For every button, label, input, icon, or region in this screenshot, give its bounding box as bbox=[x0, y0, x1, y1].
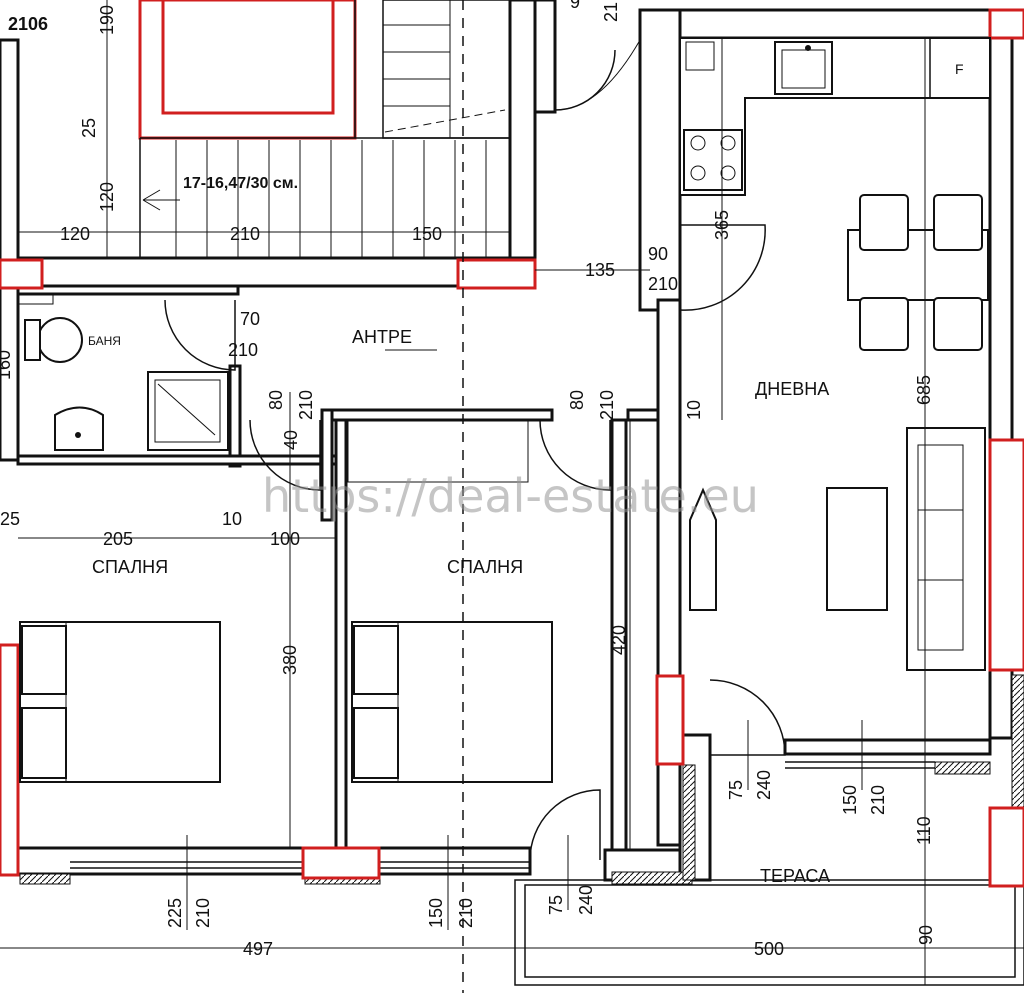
dim-210-b2: 210 bbox=[456, 898, 476, 928]
fridge-label: F bbox=[955, 61, 964, 77]
dimension-labels: 2106 190 25 120 9 21 120 210 150 135 90 … bbox=[0, 0, 936, 959]
dim-90-ter: 90 bbox=[916, 925, 936, 945]
doors bbox=[164, 10, 786, 861]
dim-70: 70 bbox=[240, 309, 260, 329]
dim-160: 160 bbox=[0, 350, 14, 380]
bed-left bbox=[19, 621, 221, 783]
bathroom-fixtures bbox=[17, 293, 229, 451]
room-antre: АНТРЕ bbox=[352, 327, 412, 347]
room-labels: АНТРЕ ДНЕВНА СПАЛНЯ СПАЛНЯ БАНЯ ТЕРАСА bbox=[88, 327, 830, 886]
dim-150-ter: 150 bbox=[840, 785, 860, 815]
dim-top-2106: 2106 bbox=[8, 14, 48, 34]
dim-500: 500 bbox=[754, 939, 784, 959]
dim-380: 380 bbox=[280, 645, 300, 675]
dim-210-ter: 210 bbox=[868, 785, 888, 815]
dim-240-top: 240 bbox=[754, 770, 774, 800]
dim-10: 10 bbox=[222, 509, 242, 529]
dim-210-left: 210 bbox=[296, 390, 316, 420]
dim-110: 110 bbox=[914, 816, 934, 845]
room-spalnya-left: СПАЛНЯ bbox=[92, 557, 168, 577]
dim-100: 100 bbox=[270, 529, 300, 549]
dim-top-120v: 120 bbox=[97, 182, 117, 212]
dim-top-21: 21 bbox=[601, 2, 621, 22]
dim-row-150: 150 bbox=[412, 224, 442, 244]
dim-40: 40 bbox=[281, 430, 301, 450]
dim-top-190: 190 bbox=[97, 5, 117, 35]
dim-80-mid: 80 bbox=[567, 390, 587, 410]
dim-75-top: 75 bbox=[726, 780, 746, 800]
dim-80-left: 80 bbox=[266, 390, 286, 410]
dim-90: 90 bbox=[648, 244, 668, 264]
dim-205: 205 bbox=[103, 529, 133, 549]
room-spalnya-right: СПАЛНЯ bbox=[447, 557, 523, 577]
dim-top-9: 9 bbox=[570, 0, 580, 12]
dim-420: 420 bbox=[609, 625, 629, 655]
dim-10-liv: 10 bbox=[684, 400, 704, 420]
dim-row-210: 210 bbox=[230, 224, 260, 244]
dim-25: 25 bbox=[0, 509, 20, 529]
dim-135: 135 bbox=[585, 260, 615, 280]
dim-225: 225 bbox=[165, 898, 185, 928]
kitchen-counter: F bbox=[679, 37, 991, 196]
bed-right bbox=[347, 419, 553, 783]
stairwell: 17-16,47/30 см. bbox=[138, 0, 511, 258]
watermark: https://deal-estate.eu bbox=[262, 469, 759, 523]
dim-top-25: 25 bbox=[79, 118, 99, 138]
dim-240-bot: 240 bbox=[576, 885, 596, 915]
dim-210-kitchen: 210 bbox=[648, 274, 678, 294]
dim-210-mid: 210 bbox=[597, 390, 617, 420]
dim-210-b1: 210 bbox=[193, 898, 213, 928]
dim-150-b: 150 bbox=[426, 898, 446, 928]
stairs-label: 17-16,47/30 см. bbox=[183, 175, 298, 192]
room-dnevna: ДНЕВНА bbox=[755, 379, 829, 399]
sofa bbox=[689, 427, 986, 671]
dim-75-bot: 75 bbox=[546, 895, 566, 915]
dim-685: 685 bbox=[914, 375, 934, 405]
dim-210-bath: 210 bbox=[228, 340, 258, 360]
room-banya: БАНЯ bbox=[88, 334, 121, 348]
dining-table bbox=[847, 194, 989, 351]
room-terasa: ТЕРАСА bbox=[760, 866, 830, 886]
dim-row-120: 120 bbox=[60, 224, 90, 244]
red-frames bbox=[0, 8, 1024, 888]
dim-497: 497 bbox=[243, 939, 273, 959]
dim-365: 365 bbox=[712, 210, 732, 240]
